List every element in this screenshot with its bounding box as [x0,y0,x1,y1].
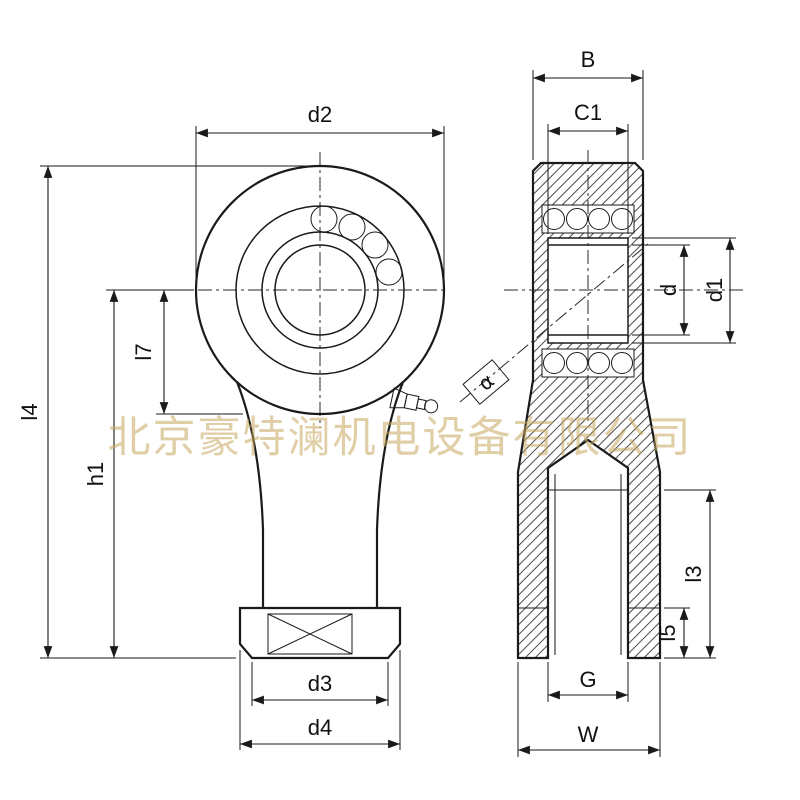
grease-nipple-tip [424,399,439,414]
dim-label-d4: d4 [308,715,332,740]
inner-ring-circle [261,231,379,349]
dim-label-l4: l4 [17,403,42,420]
misalignment-axis-line [459,243,649,403]
dim-label-l7: l7 [131,343,156,360]
bearing-ball [543,352,565,374]
bearing-ball [361,231,389,259]
dim-label-d3: d3 [308,671,332,696]
bearing-ball [375,258,403,286]
bearing-ball [566,352,588,374]
dim-label-B: B [581,47,596,72]
dim-label-C1: C1 [574,100,602,125]
dim-label-G: G [579,667,596,692]
front-view [194,152,448,660]
front-bearing-balls [310,205,403,286]
dim-label-d2: d2 [308,102,332,127]
side-outline [516,161,662,660]
dim-label-h1: h1 [83,462,108,486]
dim-label-d: d [656,284,681,296]
side-view: α [459,150,744,660]
front-dimensions: d2 l4 h1 l7 d3 d4 [17,102,445,750]
watermark-text: 北京豪特澜机电设备有限公司 [108,413,693,463]
head-outer-circle [194,164,446,416]
grease-fitting [389,387,439,414]
shank-left-edge [235,381,265,608]
outer-race-circle [235,205,405,375]
bearing-ball [543,208,565,230]
dim-label-l3: l3 [681,565,706,582]
section-hatch-fill [518,163,660,658]
dim-label-W: W [578,722,599,747]
bore-circle [274,244,366,336]
shank-right-edge [375,381,405,608]
wrench-flat-marker [267,613,353,655]
bearing-ball [338,213,366,241]
base-block [238,606,402,660]
bearing-ball [588,352,610,374]
bearing-ball [588,208,610,230]
side-dimensions: B C1 d d1 l3 l5 G W [517,47,736,757]
bearing-ball [611,208,633,230]
side-bearing-balls [543,208,633,374]
bearing-ball [310,205,338,233]
dim-label-l5: l5 [655,624,680,641]
dim-label-d1: d1 [702,278,727,302]
bearing-ball [611,352,633,374]
bearing-ball [566,208,588,230]
